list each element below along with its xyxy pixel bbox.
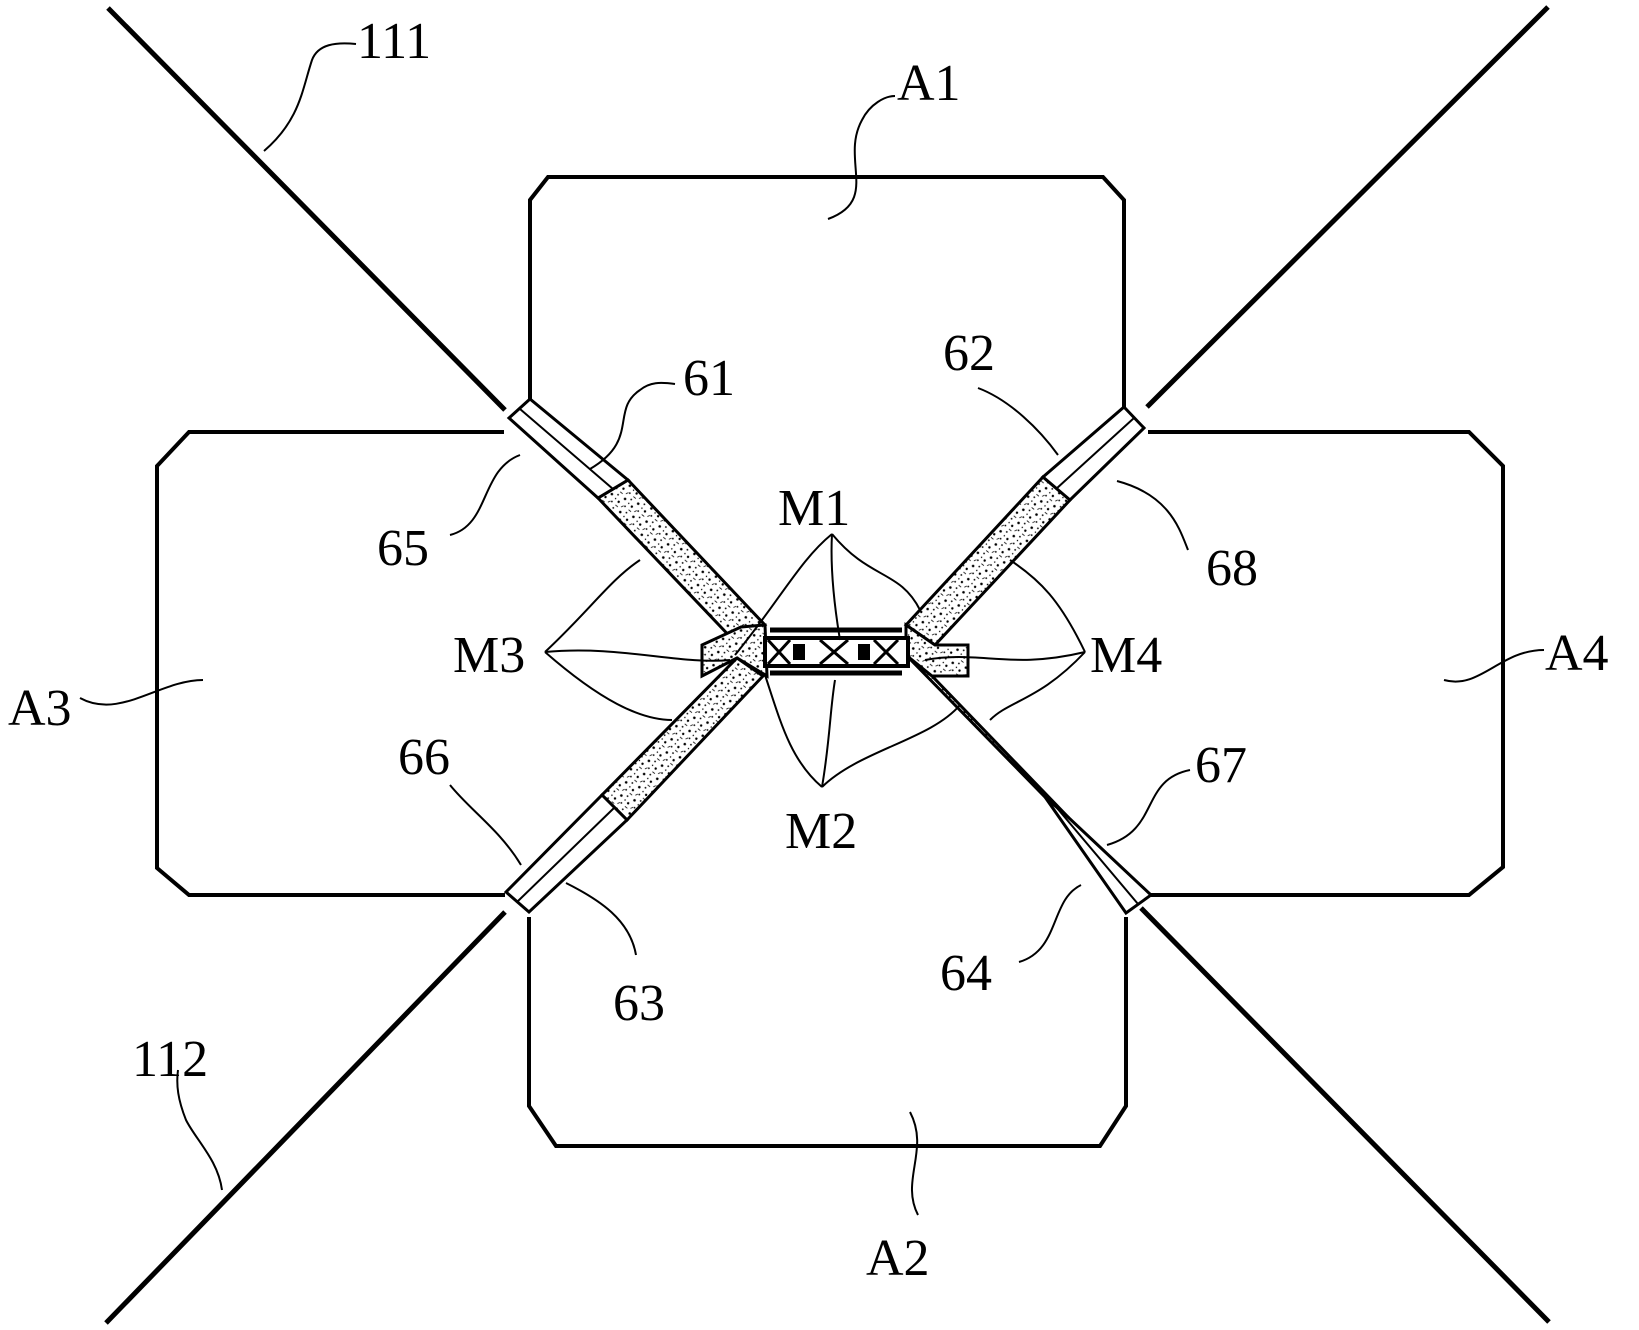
band-upper-left [595, 478, 768, 647]
tube-64-67 [1043, 795, 1154, 916]
label-m4: M4 [1090, 627, 1162, 684]
leader-a1 [827, 95, 896, 220]
cross-mark-3 [872, 638, 900, 666]
leader-m2-left [764, 674, 823, 788]
leader-a4 [1443, 649, 1545, 683]
leader-m3-mid [544, 649, 731, 662]
label-68: 68 [1206, 540, 1258, 597]
leader-65 [449, 454, 521, 536]
cross-mark-1 [766, 638, 792, 666]
leader-m1-left [734, 533, 833, 656]
leader-a3 [79, 679, 204, 706]
label-a1: A1 [897, 55, 961, 112]
label-a3: A3 [8, 680, 72, 737]
band-upper-right [903, 474, 1073, 647]
label-67: 67 [1195, 737, 1247, 794]
label-63: 63 [613, 975, 665, 1032]
label-112: 112 [132, 1031, 208, 1088]
tube-61-65 [506, 397, 631, 500]
tube-64-67-centerline [1056, 807, 1139, 905]
leader-66 [449, 784, 522, 866]
leader-112 [176, 1069, 223, 1191]
leader-m4-bot [989, 651, 1086, 721]
leader-m1-right [831, 533, 921, 611]
region-a2-outline [527, 917, 1128, 1148]
label-62: 62 [943, 325, 995, 382]
tube-63-66-centerline [516, 807, 615, 903]
tube-61-65-centerline [519, 408, 614, 490]
central-junction-right [904, 622, 970, 678]
region-a4-outline [1148, 430, 1505, 897]
leader-63 [565, 882, 637, 956]
label-a4: A4 [1545, 625, 1609, 682]
region-a3-outline [155, 430, 505, 897]
leader-m3-bot [544, 651, 673, 721]
line-111-lower-segment [1139, 906, 1551, 1324]
label-61: 61 [683, 350, 735, 407]
region-a1-outline [528, 175, 1126, 407]
leader-67 [1106, 769, 1191, 846]
leader-m2-right [821, 704, 961, 788]
contact-block-1 [793, 644, 805, 660]
contact-block-2 [858, 644, 870, 660]
leader-68 [1116, 480, 1189, 551]
label-65: 65 [377, 520, 429, 577]
leader-64 [1018, 884, 1082, 963]
line-112-upper-segment [1145, 5, 1550, 409]
leader-m4-mid [924, 651, 1086, 661]
tube-62-68-centerline [1055, 417, 1135, 490]
leader-a2 [909, 1111, 919, 1216]
line-112 [104, 910, 507, 1325]
leader-m4-top [1009, 559, 1086, 653]
label-m2: M2 [785, 803, 857, 860]
label-111: 111 [357, 13, 431, 70]
cross-mark-2 [819, 638, 849, 666]
label-66: 66 [398, 729, 450, 786]
leader-62 [977, 387, 1059, 456]
leader-111 [263, 42, 357, 152]
central-junction [700, 623, 769, 679]
label-m3: M3 [453, 627, 525, 684]
leader-61 [589, 381, 676, 470]
band-lower-right [904, 653, 1071, 820]
label-64: 64 [940, 945, 992, 1002]
leader-m3-top [544, 559, 641, 653]
leader-m2-mid [821, 679, 836, 788]
label-m1: M1 [778, 480, 850, 537]
band-lower-left [599, 656, 766, 823]
line-111 [106, 6, 507, 412]
leader-m1-mid [830, 533, 841, 641]
label-a2: A2 [866, 1230, 930, 1287]
